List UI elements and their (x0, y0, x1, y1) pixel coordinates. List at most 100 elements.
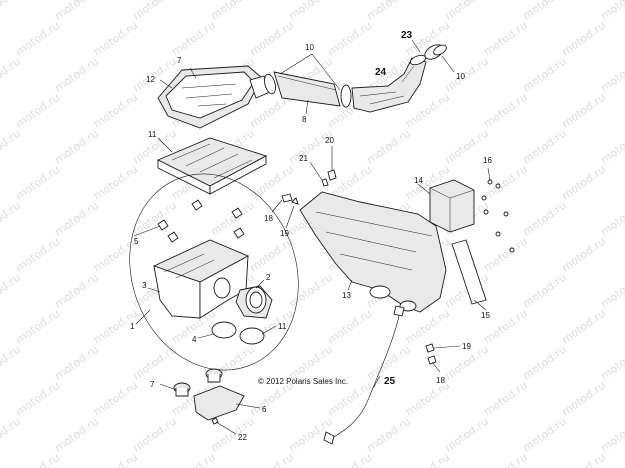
watermark-text: motod.ru (286, 271, 335, 311)
watermark-text: motod.ru (286, 127, 335, 167)
watermark-text: motod.ru (91, 451, 140, 468)
watermark-text: motod.ru (91, 91, 140, 131)
watermark-text: motod.ru (130, 199, 179, 239)
watermark-text: motod.ru (442, 0, 491, 22)
callout-11: 11 (278, 322, 287, 331)
callout-10: 10 (305, 43, 314, 52)
watermark-text: motod.ru (598, 343, 625, 383)
watermark-text: motod.ru (403, 307, 452, 347)
callout-3: 3 (142, 281, 147, 290)
watermark-text: motod.ru (559, 163, 608, 203)
callout-12: 11 (148, 130, 157, 139)
watermark-text: motod.ru (13, 91, 62, 131)
watermark-text: motod.ru (52, 55, 101, 95)
watermark-text: motod.ru (520, 343, 569, 383)
small-fittings (281, 169, 437, 365)
callout-15: 14 (414, 176, 423, 185)
watermark-text: motod.ru (598, 415, 625, 455)
watermark-text: motod.ru (598, 55, 625, 95)
watermark-text: motod.ru (481, 19, 530, 59)
watermark-text: motod.ru (0, 271, 23, 311)
watermark-text: motod.ru (481, 235, 530, 275)
assembly-outline (129, 173, 299, 371)
airbox-lower (152, 239, 250, 319)
clips (157, 199, 245, 243)
watermark-text: motod.ru (520, 0, 569, 22)
watermark-text: motod.ru (52, 343, 101, 383)
lower-duct (299, 191, 447, 313)
watermark-text: motod.ru (0, 415, 23, 455)
watermark-text: motod.ru (169, 451, 218, 468)
intake-duct (351, 44, 447, 113)
callout-1: 1 (130, 322, 135, 331)
watermark-text: motod.ru (364, 127, 413, 167)
watermark-text: motod.ru (364, 415, 413, 455)
callout-18-top: 18 (264, 214, 273, 223)
watermark-text: motod.ru (520, 127, 569, 167)
callout-13: 12 (146, 75, 155, 84)
watermark-text: motod.ru (52, 199, 101, 239)
callout-5: 5 (134, 237, 139, 246)
callout-6: 6 (262, 405, 267, 414)
watermark-text: motod.ru (169, 19, 218, 59)
callout-16: 15 (481, 311, 490, 320)
watermark-text: motod.ru (559, 451, 608, 468)
watermark-text: motod.ru (364, 0, 413, 22)
watermark-text: motod.ru (325, 451, 374, 468)
callout-10-right: 10 (456, 72, 465, 81)
watermark-text: motod.ru (481, 379, 530, 419)
watermark-text: motod.ru (559, 19, 608, 59)
watermark-text: motod.ru (598, 271, 625, 311)
watermark-text: motod.ru (520, 55, 569, 95)
watermark-text: motod.ru (208, 0, 257, 22)
watermark-text: motod.ru (286, 0, 335, 22)
watermark-text: motod.ru (520, 199, 569, 239)
watermark-text: motod.ru (247, 451, 296, 468)
copyright-notice: © 2012 Polaris Sales Inc. (258, 377, 348, 386)
callout-23: 23 (401, 30, 413, 41)
callout-7: 7 (150, 380, 155, 389)
callout-19-bottom: 19 (462, 342, 471, 351)
watermark-text: motod.ru (13, 235, 62, 275)
watermark-text: motod.ru (598, 199, 625, 239)
watermark-text: motod.ru (13, 19, 62, 59)
watermark-text: motod.ru (130, 0, 179, 22)
watermark-text: motod.ru (442, 55, 491, 95)
watermark-text: motod.ru (559, 307, 608, 347)
watermark-text: motod.ru (52, 415, 101, 455)
watermark-text: motod.ru (481, 451, 530, 468)
boot-and-clamps (211, 285, 273, 345)
air-filter (156, 137, 268, 195)
watermark-text: motod.ru (559, 235, 608, 275)
watermark-text: motod.ru (13, 163, 62, 203)
callout-19-top: 19 (280, 229, 289, 238)
watermark-text: motod.ru (481, 91, 530, 131)
watermark-text: motod.ru (0, 55, 23, 95)
callout-20: 20 (325, 136, 334, 145)
watermark-text: motod.ru (52, 0, 101, 22)
callout-21: 21 (299, 154, 308, 163)
callout-22: 22 (238, 433, 247, 442)
leader-lines (133, 39, 491, 435)
watermark-text: motod.ru (559, 379, 608, 419)
watermark-text: motod.ru (52, 127, 101, 167)
watermark-text: motod.ru (13, 379, 62, 419)
watermark-text: motod.ru (91, 379, 140, 419)
watermark-text: motod.ru (325, 307, 374, 347)
watermark-text: motod.ru (0, 199, 23, 239)
watermark-text: motod.ru (325, 19, 374, 59)
watermark-text: motod.ru (130, 415, 179, 455)
watermark-text: motod.ru (13, 307, 62, 347)
callout-25: 25 (384, 376, 396, 387)
callout-8: 8 (302, 115, 307, 124)
intake-tube (264, 71, 352, 108)
side-filter (429, 179, 487, 305)
watermark-text: motod.ru (247, 19, 296, 59)
watermark-text: motod.ru (0, 343, 23, 383)
callout-17: 16 (483, 156, 492, 165)
callout-14: 13 (342, 291, 351, 300)
watermark-text: motod.ru (0, 0, 23, 22)
watermark-text: motod.ru (403, 451, 452, 468)
